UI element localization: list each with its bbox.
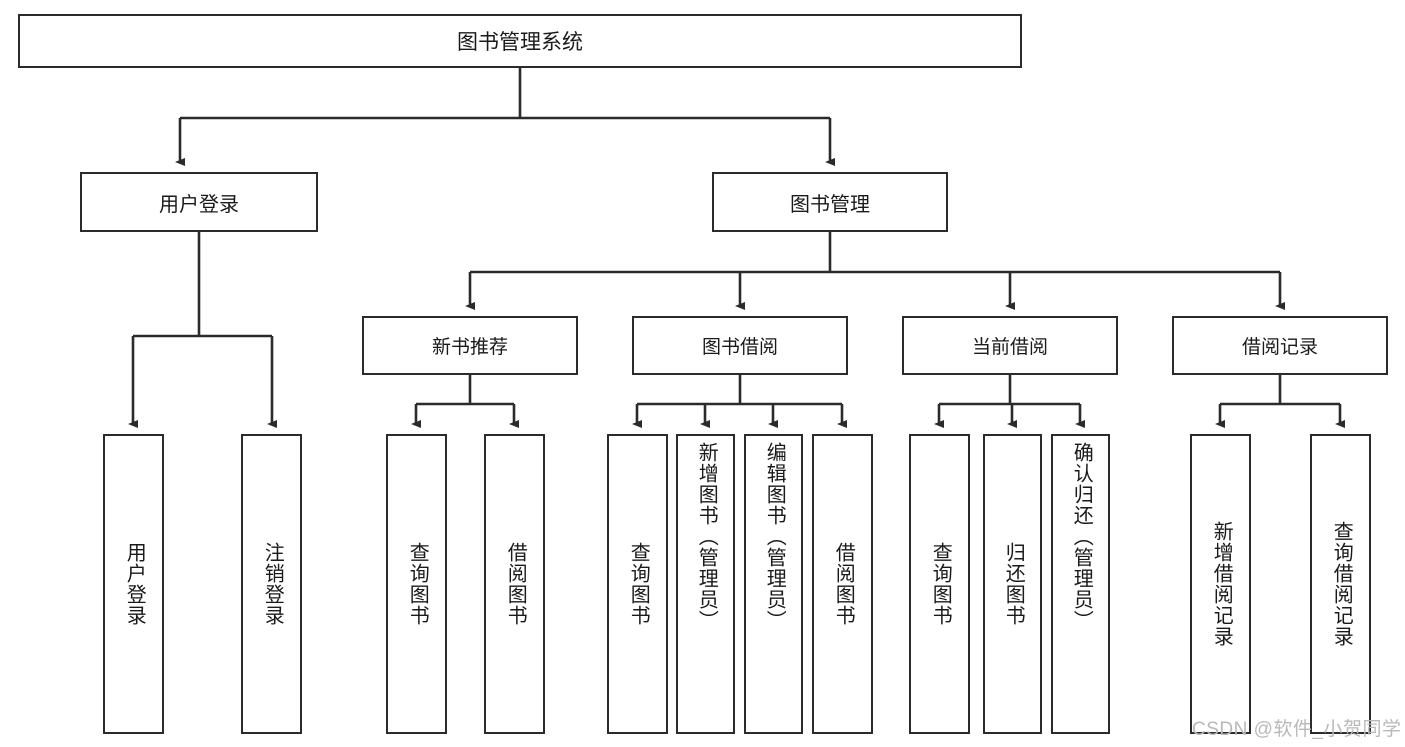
node-leaf-query-record[interactable]: 查询借阅记录	[1310, 434, 1371, 734]
node-root-label: 图书管理系统	[457, 31, 583, 54]
node-borrow-record[interactable]: 借阅记录	[1172, 316, 1388, 375]
node-leaf-user-login[interactable]: 用户登录	[103, 434, 164, 734]
node-leaf-return-book-label: 归还图书	[1002, 542, 1025, 626]
node-leaf-edit-book-label: 编辑图书（管理员）	[763, 442, 786, 631]
node-leaf-borrow-book-label: 借阅图书	[832, 542, 855, 626]
node-leaf-return-book[interactable]: 归还图书	[983, 434, 1042, 734]
node-borrow-record-label: 借阅记录	[1241, 337, 1318, 358]
node-leaf-borrow-book-rec-label: 借阅图书	[504, 542, 527, 626]
node-current-borrow-label: 当前借阅	[971, 337, 1048, 358]
node-root[interactable]: 图书管理系统	[18, 14, 1022, 68]
node-book-manage-label: 图书管理	[790, 193, 870, 216]
node-book-manage[interactable]: 图书管理	[712, 172, 948, 232]
node-current-borrow[interactable]: 当前借阅	[902, 316, 1118, 375]
node-leaf-add-book-label: 新增图书（管理员）	[695, 442, 718, 631]
node-book-borrow[interactable]: 图书借阅	[632, 316, 848, 375]
node-leaf-logout-label: 注销登录	[261, 542, 284, 626]
node-leaf-query-book-rec[interactable]: 查询图书	[386, 434, 447, 734]
node-leaf-borrow-book-rec[interactable]: 借阅图书	[484, 434, 545, 734]
node-leaf-add-record-label: 新增借阅记录	[1210, 521, 1233, 647]
node-leaf-query-book-borrow-label: 查询图书	[627, 542, 650, 626]
node-new-book-rec-label: 新书推荐	[431, 337, 508, 358]
watermark-text: CSDN @软件_小贺同学	[1192, 719, 1402, 740]
node-user-login-label: 用户登录	[159, 193, 239, 216]
node-leaf-confirm-return-label: 确认归还（管理员）	[1070, 442, 1093, 631]
node-leaf-query-book-current-label: 查询图书	[929, 542, 952, 626]
node-leaf-borrow-book[interactable]: 借阅图书	[812, 434, 873, 734]
node-leaf-confirm-return[interactable]: 确认归还（管理员）	[1051, 434, 1110, 734]
node-leaf-query-book-current[interactable]: 查询图书	[909, 434, 970, 734]
node-leaf-query-record-label: 查询借阅记录	[1330, 521, 1353, 647]
node-leaf-add-record[interactable]: 新增借阅记录	[1190, 434, 1251, 734]
node-leaf-logout[interactable]: 注销登录	[241, 434, 302, 734]
node-user-login[interactable]: 用户登录	[80, 172, 318, 232]
node-leaf-edit-book[interactable]: 编辑图书（管理员）	[744, 434, 803, 734]
node-book-borrow-label: 图书借阅	[701, 337, 778, 358]
node-new-book-rec[interactable]: 新书推荐	[362, 316, 578, 375]
node-leaf-query-book-rec-label: 查询图书	[406, 542, 429, 626]
node-leaf-query-book-borrow[interactable]: 查询图书	[607, 434, 668, 734]
node-leaf-add-book[interactable]: 新增图书（管理员）	[676, 434, 735, 734]
node-leaf-user-login-label: 用户登录	[123, 542, 146, 626]
